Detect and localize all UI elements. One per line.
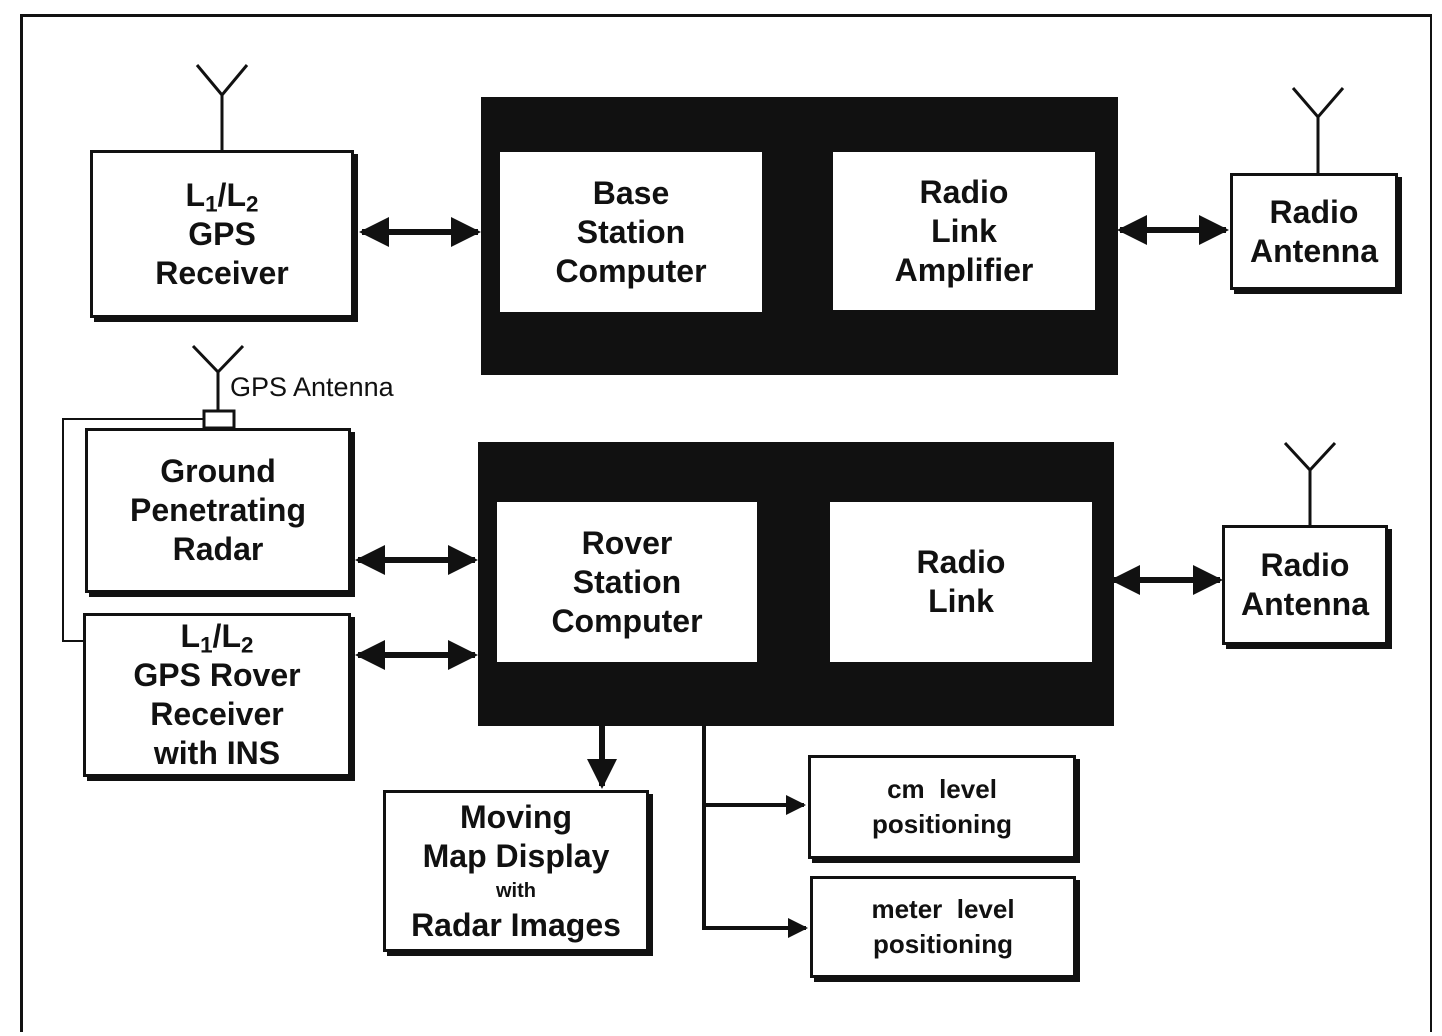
meter-level-box: meter level positioning: [810, 876, 1076, 978]
radio-link-amplifier-box: Radio Link Amplifier: [833, 152, 1095, 310]
gps-antenna-split-wire: [62, 418, 204, 642]
gpr-line2: Penetrating: [129, 492, 307, 528]
gps-receiver-l: L: [185, 176, 206, 213]
radio-antenna-top-line2: Antenna: [1250, 232, 1378, 269]
cm-level-line1: cm level: [887, 774, 997, 804]
moving-map-line4: Radar Images: [411, 906, 621, 943]
rover-station-line2: Station: [572, 563, 682, 600]
radio-link-amplifier-line1: Radio: [919, 173, 1009, 210]
base-station-line1: Base: [592, 174, 670, 211]
radio-link-box: Radio Link: [830, 502, 1092, 662]
gps-antenna-label: GPS Antenna: [230, 372, 394, 402]
rover-station-line1: Rover: [581, 524, 673, 561]
radio-link-amplifier-line2: Link: [931, 212, 997, 249]
cm-level-box: cm level positioning: [808, 755, 1076, 859]
gps-rover-l: L: [180, 618, 201, 654]
ground-penetrating-radar-box: Ground Penetrating Radar: [85, 428, 351, 593]
moving-map-display-box: Moving Map Display with Radar Images: [383, 790, 649, 952]
gps-receiver-line2: GPS: [188, 215, 256, 252]
moving-map-line3: with: [496, 879, 536, 902]
gps-rover-sep: /L: [212, 618, 241, 654]
base-station-line3: Computer: [555, 252, 707, 289]
gps-receiver-sep: /L: [217, 176, 246, 213]
radio-antenna-bottom-line2: Antenna: [1241, 586, 1369, 622]
gps-rover-line3: Receiver: [150, 696, 284, 732]
gps-receiver-line3: Receiver: [155, 254, 289, 291]
radio-antenna-top-line1: Radio: [1269, 193, 1359, 230]
cm-level-line2: positioning: [871, 809, 1013, 839]
radio-antenna-bottom-box: Radio Antenna: [1222, 525, 1388, 645]
gps-rover-line1: L1/L2: [181, 617, 254, 656]
base-station-computer-box: Base Station Computer: [500, 152, 762, 312]
base-station-line2: Station: [576, 213, 686, 250]
meter-level-line2: positioning: [872, 929, 1014, 959]
radio-antenna-top-icon: [1291, 87, 1345, 173]
radio-antenna-bottom-icon: [1283, 441, 1337, 525]
gps-receiver-box: L1/L2 GPS Receiver: [90, 150, 354, 318]
radio-antenna-bottom-line1: Radio: [1260, 547, 1350, 583]
gps-rover-sub1: 1: [200, 632, 213, 658]
radio-link-amplifier-line3: Amplifier: [894, 251, 1034, 288]
gpr-line1: Ground: [160, 453, 276, 489]
gps-receiver-line1: L1/L2: [186, 176, 259, 215]
gps-receiver-antenna-icon: [195, 64, 249, 150]
gps-rover-line4: with INS: [153, 735, 281, 771]
gps-receiver-sub1: 1: [205, 191, 218, 217]
radio-link-line2: Link: [928, 583, 994, 619]
moving-map-line2: Map Display: [422, 837, 610, 874]
rover-station-computer-box: Rover Station Computer: [497, 502, 757, 662]
gps-rover-sub2: 2: [240, 632, 254, 658]
moving-map-line1: Moving: [460, 798, 572, 835]
rover-station-line3: Computer: [551, 602, 703, 639]
diagram-frame: [20, 14, 1432, 1032]
meter-level-line1: meter level: [871, 894, 1015, 924]
gps-receiver-sub2: 2: [245, 191, 259, 217]
gps-antenna-icon: [191, 344, 245, 430]
radio-link-line1: Radio: [916, 544, 1006, 580]
gpr-line3: Radar: [172, 531, 264, 567]
gps-rover-line2: GPS Rover: [133, 657, 301, 693]
gps-rover-receiver-box: L1/L2 GPS Rover Receiver with INS: [83, 613, 351, 777]
radio-antenna-top-box: Radio Antenna: [1230, 173, 1398, 290]
